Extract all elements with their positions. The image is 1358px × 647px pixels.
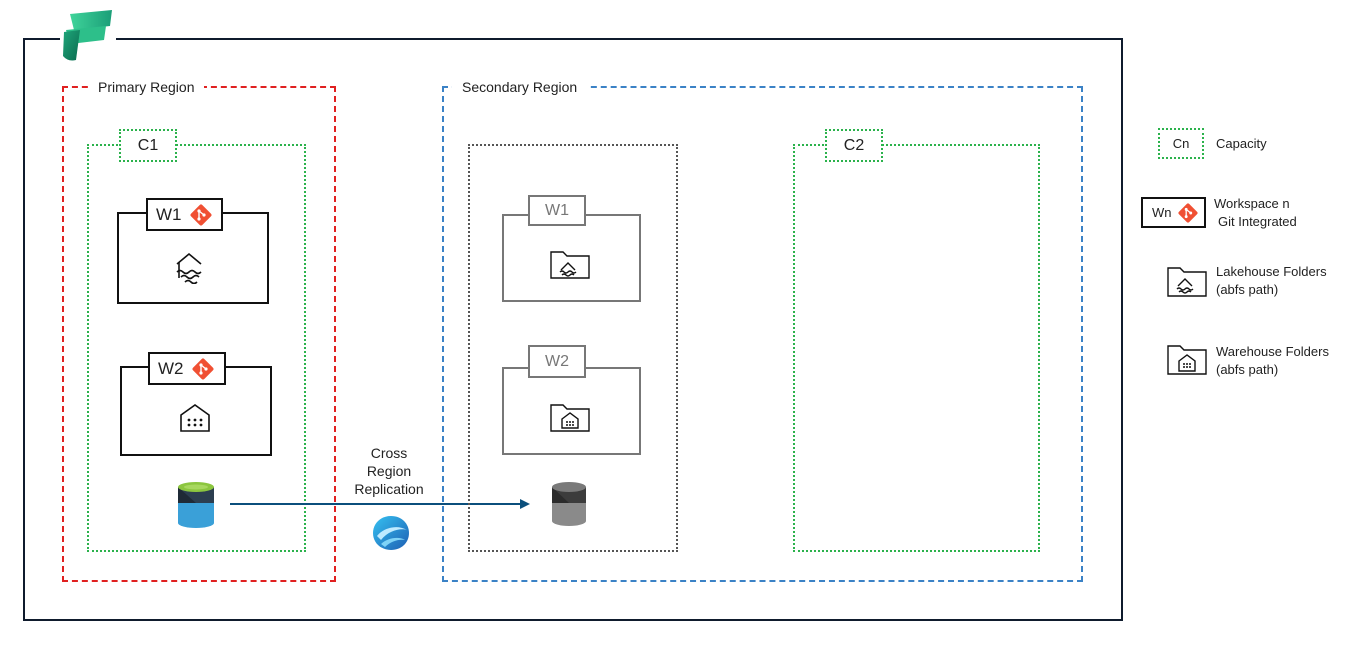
lakehouse-icon (173, 250, 209, 289)
legend-lakehouse-text-line1: Lakehouse Folders (1216, 264, 1327, 279)
fabric-logo-icon (60, 10, 116, 62)
replication-label: Cross Region Replication (340, 444, 438, 498)
workspace-w1-tag: W1 (146, 198, 223, 231)
replication-label-line3: Replication (354, 481, 424, 497)
workspace-w1-label: W1 (156, 204, 182, 224)
legend-warehouse-folder-icon (1166, 342, 1208, 381)
legend-capacity-tag: Cn (1158, 128, 1204, 159)
warehouse-icon (178, 401, 212, 440)
legend-warehouse-text-line1: Warehouse Folders (1216, 344, 1329, 359)
workspace-w2-label: W2 (158, 358, 184, 378)
git-icon (192, 358, 213, 379)
fabric-tenant-frame (23, 38, 1123, 621)
cosmos-replication-icon (371, 514, 411, 557)
onelake-storage-secondary-icon (551, 481, 587, 532)
workspace-w2-secondary-tag: W2 (528, 345, 586, 378)
warehouse-folder-icon (549, 401, 591, 438)
git-icon (190, 204, 211, 225)
legend-warehouse-text: Warehouse Folders (abfs path) (1216, 343, 1329, 379)
legend-warehouse-text-line2: (abfs path) (1216, 362, 1279, 377)
workspace-w2-tag: W2 (148, 352, 226, 385)
replication-label-line1: Cross (370, 445, 408, 461)
legend-lakehouse-text-line2: (abfs path) (1216, 282, 1279, 297)
lakehouse-folder-icon (549, 248, 591, 285)
replication-arrow (230, 499, 530, 509)
capacity-c2 (793, 144, 1040, 552)
legend-workspace-text-line2: Git Integrated (1218, 214, 1297, 229)
primary-region-label: Primary Region (88, 79, 205, 95)
legend-workspace-tag: Wn (1141, 197, 1206, 228)
secondary-region-label: Secondary Region (452, 79, 588, 95)
secondary-recovery-area (468, 144, 678, 552)
capacity-c1 (87, 144, 306, 552)
workspace-w1-secondary-tag: W1 (528, 195, 586, 226)
onelake-storage-primary-icon (177, 481, 215, 534)
legend-workspace-tag-label: Wn (1152, 205, 1172, 220)
workspace-w1-secondary[interactable] (502, 214, 641, 302)
legend-lakehouse-text: Lakehouse Folders (abfs path) (1216, 263, 1327, 299)
legend-workspace-text: Workspace n Git Integrated (1214, 195, 1297, 231)
capacity-c2-tag: C2 (825, 129, 883, 162)
git-icon (1177, 202, 1198, 223)
capacity-c1-tag: C1 (119, 129, 177, 162)
legend-capacity-text: Capacity (1216, 136, 1267, 151)
secondary-region (442, 86, 1083, 582)
legend-lakehouse-folder-icon (1166, 264, 1208, 303)
workspace-w2-secondary[interactable] (502, 367, 641, 455)
legend-workspace-text-line1: Workspace n (1214, 196, 1290, 211)
replication-label-line2: Region (366, 463, 412, 479)
